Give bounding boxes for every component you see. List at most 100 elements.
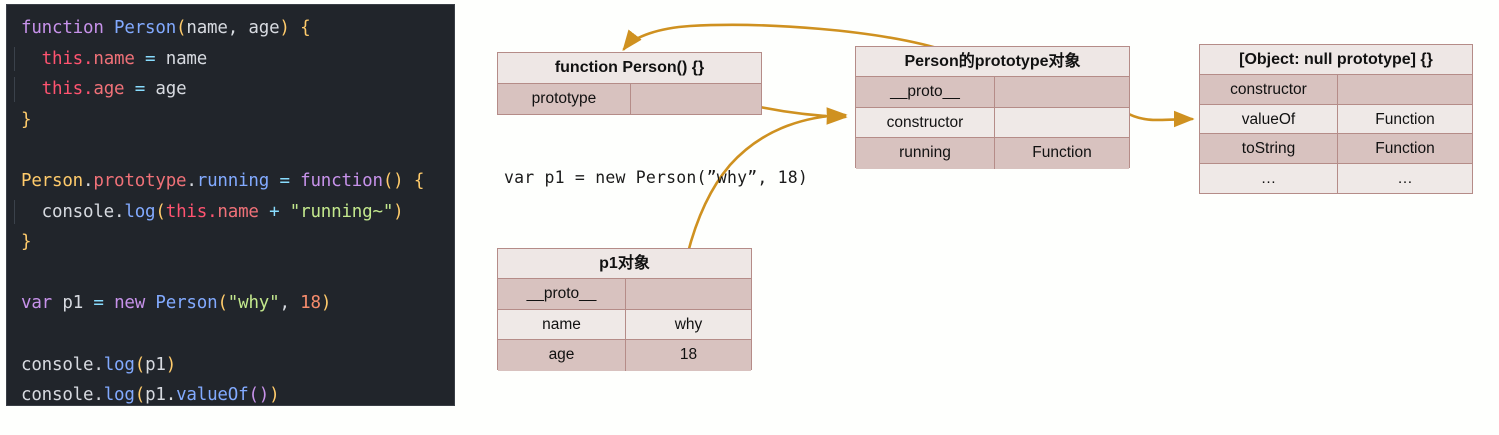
token-dot: . — [186, 170, 197, 191]
token-prop-running: running — [196, 170, 270, 191]
token-paren: ( — [134, 354, 146, 375]
token-equals: = — [134, 79, 146, 100]
row-value: Function — [1032, 144, 1092, 162]
token-paren: () — [382, 170, 404, 191]
table-prototype-object: Person的prototype对象 __proto__ constructor… — [855, 46, 1130, 169]
token-plus: + — [269, 201, 280, 222]
token-dot: . — [207, 201, 218, 222]
code-block: function Person(name, age) { this.name =… — [7, 5, 454, 406]
row-value — [631, 84, 761, 114]
table-title: function Person() {} — [498, 53, 761, 84]
code-line: function Person(name, age) { — [21, 13, 454, 44]
table-row: valueOf Function — [1200, 104, 1472, 134]
row-key: constructor — [856, 107, 995, 138]
token-log: log — [103, 385, 135, 406]
table-row: prototype — [498, 84, 761, 114]
table-row: … … — [1200, 163, 1472, 193]
table-row: toString Function — [1200, 134, 1472, 164]
row-key: __proto__ — [498, 279, 626, 309]
code-line: console.log(this.name + "running~") — [14, 197, 454, 228]
token-string-running: "running~" — [289, 201, 394, 222]
code-line: } — [21, 227, 454, 258]
token-paren: ( — [134, 385, 146, 406]
row-value — [995, 108, 1129, 138]
token-prop-name: name — [217, 201, 259, 222]
row-value — [626, 279, 751, 309]
token-console: console — [21, 385, 94, 406]
row-key: __proto__ — [856, 77, 995, 107]
token-dot: . — [83, 48, 94, 69]
token-paren: ( — [248, 385, 259, 406]
token-string-why: "why" — [227, 293, 280, 314]
token-console: console — [21, 354, 94, 375]
token-keyword-new: new — [114, 293, 146, 314]
token-prop-age: age — [93, 79, 125, 100]
token-this: this — [41, 79, 84, 100]
token-brace: } — [21, 232, 32, 253]
token-dot: . — [83, 170, 94, 191]
row-key: age — [498, 340, 626, 371]
token-dot: . — [93, 385, 104, 406]
token-name: name — [165, 48, 208, 69]
token-keyword-function: function — [21, 18, 104, 38]
code-line: var p1 = new Person("why", 18) — [21, 288, 454, 319]
token-keyword-var: var — [21, 293, 53, 314]
token-brace: { — [413, 170, 425, 191]
token-paren: ) — [165, 354, 177, 375]
row-key: name — [498, 309, 626, 340]
token-dot: . — [114, 201, 125, 222]
token-params: name, age — [186, 18, 280, 38]
row-key: prototype — [498, 84, 631, 114]
token-dot: . — [93, 354, 104, 375]
table-function-person: function Person() {} prototype — [497, 52, 762, 115]
token-identifier-person: Person — [155, 293, 218, 314]
token-this: this — [165, 201, 208, 222]
token-log: log — [103, 354, 135, 375]
token-this: this — [41, 48, 84, 69]
table-row: constructor — [856, 107, 1129, 139]
row-value: Function — [1375, 110, 1435, 128]
row-value — [1338, 75, 1472, 104]
code-line: console.log(p1.valueOf()) — [21, 380, 454, 406]
token-age: age — [155, 79, 187, 100]
token-dot: . — [165, 385, 177, 406]
token-comma: , — [279, 293, 290, 314]
code-line-blank — [21, 135, 454, 166]
token-prop-name: name — [93, 48, 135, 69]
code-line: this.name = name — [14, 44, 454, 75]
row-key: constructor — [1200, 75, 1338, 104]
token-valueof: valueOf — [176, 385, 249, 406]
token-brace: } — [21, 109, 32, 130]
token-paren: ) — [279, 18, 290, 38]
code-line-blank — [21, 258, 454, 289]
token-paren: ( — [217, 293, 228, 314]
row-value: Function — [1375, 140, 1435, 157]
code-line: this.age = age — [14, 74, 454, 105]
token-equals: = — [279, 170, 290, 191]
token-log: log — [124, 201, 156, 222]
table-row: __proto__ — [856, 77, 1129, 108]
token-paren: ) — [269, 385, 280, 406]
token-keyword-function: function — [300, 170, 383, 191]
row-value: … — [1397, 169, 1413, 187]
token-prop-prototype: prototype — [93, 170, 187, 191]
token-identifier-person: Person — [114, 18, 177, 38]
code-panel: function Person(name, age) { this.name =… — [6, 4, 455, 406]
code-line: console.log(p1) — [21, 350, 454, 381]
row-key: running — [856, 138, 995, 169]
row-value — [995, 77, 1129, 107]
token-dot: . — [83, 79, 94, 100]
table-title: p1对象 — [498, 249, 751, 279]
table-row: constructor — [1200, 75, 1472, 105]
token-paren: ) — [320, 293, 332, 314]
token-brace: { — [300, 18, 311, 38]
row-key: valueOf — [1200, 104, 1338, 133]
table-row: age 18 — [498, 340, 751, 371]
token-paren: ) — [393, 201, 404, 222]
token-identifier-p1: p1 — [145, 354, 166, 375]
table-row: __proto__ — [498, 279, 751, 310]
caption-new-person: var p1 = new Person(”why”, 18) — [504, 168, 809, 187]
code-line: } — [21, 105, 454, 136]
code-line: Person.prototype.running = function() { — [21, 166, 454, 197]
table-row: name why — [498, 309, 751, 341]
